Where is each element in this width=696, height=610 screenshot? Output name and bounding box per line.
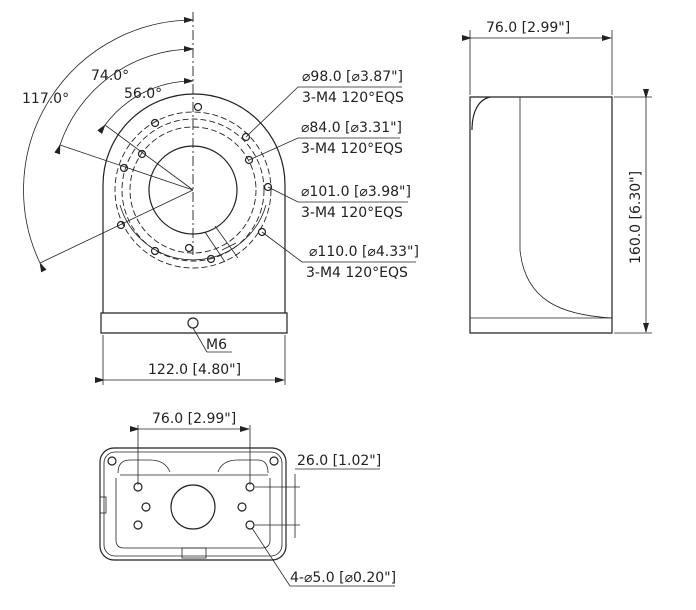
- bottom-view: 76.0 [2.99"] 26.0 [1.02"] 4-⌀5.0 [⌀0.20"…: [99, 411, 396, 587]
- bottom-outline: [99, 447, 287, 561]
- bottom-cable-hole: [170, 484, 216, 530]
- depth-dim-label: 76.0 [2.99"]: [486, 20, 570, 36]
- angle-74-label: 74.0°: [91, 68, 129, 84]
- angle-arc-74: [54, 46, 194, 155]
- hole-spacing-x-label: 76.0 [2.99"]: [152, 411, 236, 427]
- angle-arc-56: [97, 77, 194, 135]
- angle-arc-117: [23, 17, 194, 273]
- hole-leader: [251, 527, 395, 587]
- hole-110-spec: 3-M4 120°EQS: [306, 265, 408, 281]
- hole-101-spec: 3-M4 120°EQS: [301, 205, 403, 221]
- hole-110-diameter: ⌀110.0 [⌀4.33"]: [309, 244, 419, 260]
- side-body-outline: [469, 96, 613, 334]
- hole-84-diameter: ⌀84.0 [⌀3.31"]: [301, 120, 402, 136]
- hole-spacing-y-label: 26.0 [1.02"]: [297, 453, 381, 469]
- m6-label: M6: [206, 337, 227, 353]
- m6-hole: [187, 317, 199, 329]
- side-profile-curve: [519, 97, 613, 319]
- hole-98-spec: 3-M4 120°EQS: [302, 90, 404, 106]
- angle-117-label: 117.0°: [22, 91, 69, 107]
- mount-base: [100, 312, 288, 334]
- pcd-84: [129, 126, 257, 254]
- side-front-curve: [471, 96, 491, 131]
- width-dim-label: 122.0 [4.80"]: [148, 362, 241, 378]
- hole-84-spec: 3-M4 120°EQS: [301, 141, 403, 157]
- bottom-mounting-holes: [133, 482, 255, 530]
- front-view: 117.0° 74.0° 56.0° ⌀98.0 [⌀3.87"] 3-M4 1…: [22, 12, 419, 385]
- angle-56-label: 56.0°: [124, 86, 162, 102]
- hole-98-diameter: ⌀98.0 [⌀3.87"]: [302, 69, 403, 85]
- hole-101-diameter: ⌀101.0 [⌀3.98"]: [301, 184, 411, 200]
- cable-slot: [204, 225, 239, 263]
- height-dim-label: 160.0 [6.30"]: [628, 171, 644, 264]
- hole-label: 4-⌀5.0 [⌀0.20"]: [290, 570, 396, 586]
- side-view: 76.0 [2.99"] 160.0 [6.30"]: [462, 20, 652, 334]
